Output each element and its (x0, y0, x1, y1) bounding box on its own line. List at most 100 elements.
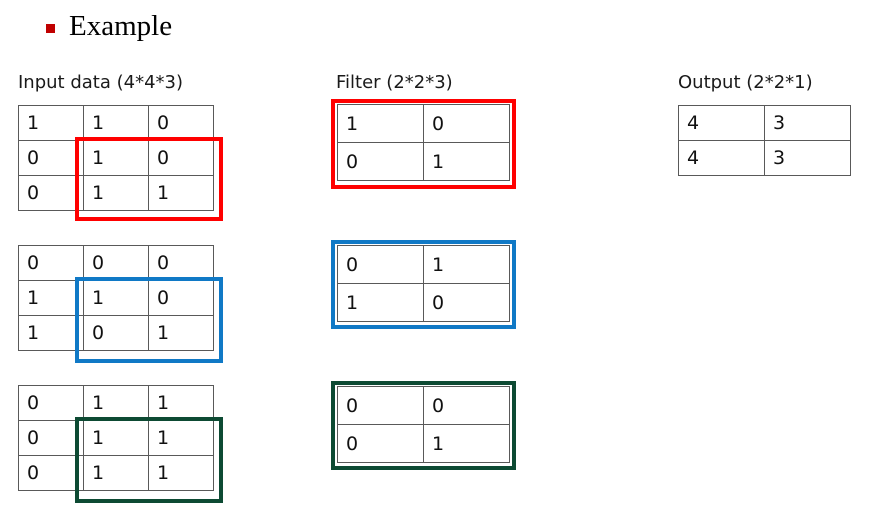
filter-matrix-1: 0 1 1 0 (337, 245, 510, 322)
cell: 0 (18, 140, 84, 176)
page-title: Example (69, 10, 173, 42)
cell-value: 1 (157, 322, 170, 344)
cell-value: 1 (346, 291, 359, 314)
cell: 3 (764, 140, 851, 176)
cell: 0 (18, 455, 84, 491)
cell-value: 0 (92, 252, 105, 274)
cell: 0 (423, 283, 510, 322)
cell-value: 1 (27, 322, 40, 344)
input-matrix-0: 1 1 0 0 1 0 0 1 1 (18, 105, 214, 211)
cell-value: 1 (27, 287, 40, 309)
table-row: 0 1 1 (18, 455, 214, 491)
cell-value: 1 (92, 112, 105, 134)
cell: 0 (423, 104, 510, 143)
cell-value: 1 (92, 392, 105, 414)
table-row: 0 1 (337, 245, 510, 284)
cell: 0 (423, 386, 510, 425)
cell-value: 4 (687, 112, 700, 134)
cell-value: 1 (92, 287, 105, 309)
cell-value: 0 (346, 150, 359, 173)
cell: 1 (83, 105, 149, 141)
slide-title-row: Example (46, 12, 172, 41)
filter-matrix-0: 1 0 0 1 (337, 104, 510, 181)
filter-matrix-2: 0 0 0 1 (337, 386, 510, 463)
cell: 0 (83, 245, 149, 281)
input-matrix-2: 0 1 1 0 1 1 0 1 1 (18, 385, 214, 491)
cell-value: 3 (773, 112, 786, 134)
cell: 1 (83, 140, 149, 176)
cell-value: 0 (27, 252, 40, 274)
output-matrix-0: 4 3 4 3 (678, 105, 851, 176)
table-row: 4 3 (678, 140, 851, 176)
cell: 1 (83, 385, 149, 421)
cell-value: 0 (27, 427, 40, 449)
cell-value: 0 (157, 112, 170, 134)
cell: 0 (18, 175, 84, 211)
cell-value: 0 (346, 394, 359, 417)
table-row: 0 1 (337, 424, 510, 463)
table-row: 0 1 1 (18, 385, 214, 421)
cell-value: 1 (92, 462, 105, 484)
cell: 1 (83, 455, 149, 491)
input-section-label: Input data (4*4*3) (18, 72, 183, 93)
cell: 1 (83, 175, 149, 211)
cell-value: 0 (432, 394, 445, 417)
table-row: 0 1 1 (18, 175, 214, 211)
table-row: 0 0 (337, 386, 510, 425)
table-row: 1 1 0 (18, 105, 214, 141)
input-matrix-1: 0 0 0 1 1 0 1 0 1 (18, 245, 214, 351)
cell: 4 (678, 140, 765, 176)
cell: 1 (148, 315, 214, 351)
cell-value: 0 (27, 182, 40, 204)
cell-value: 1 (27, 112, 40, 134)
cell-value: 0 (346, 432, 359, 455)
cell: 0 (83, 315, 149, 351)
cell: 1 (18, 280, 84, 316)
cell: 4 (678, 105, 765, 141)
cell-value: 1 (92, 147, 105, 169)
cell-value: 0 (27, 392, 40, 414)
cell: 0 (148, 140, 214, 176)
cell: 1 (148, 385, 214, 421)
cell-value: 3 (773, 147, 786, 169)
cell-value: 1 (432, 253, 445, 276)
cell-value: 0 (157, 287, 170, 309)
cell-value: 0 (157, 147, 170, 169)
table-row: 1 0 (337, 104, 510, 143)
cell: 1 (337, 283, 424, 322)
cell-value: 1 (432, 150, 445, 173)
table-row: 1 0 (337, 283, 510, 322)
cell: 0 (18, 420, 84, 456)
cell-value: 0 (432, 291, 445, 314)
cell-value: 1 (157, 392, 170, 414)
table-row: 4 3 (678, 105, 851, 141)
cell-value: 0 (27, 147, 40, 169)
cell-value: 1 (92, 182, 105, 204)
cell-value: 0 (27, 462, 40, 484)
table-row: 1 1 0 (18, 280, 214, 316)
cell: 1 (423, 142, 510, 181)
square-bullet-icon (46, 24, 55, 33)
cell-value: 1 (92, 427, 105, 449)
cell: 0 (18, 245, 84, 281)
cell: 3 (764, 105, 851, 141)
cell: 0 (337, 386, 424, 425)
cell-value: 1 (432, 432, 445, 455)
cell: 0 (337, 142, 424, 181)
cell: 1 (83, 420, 149, 456)
table-row: 0 1 1 (18, 420, 214, 456)
cell: 1 (148, 420, 214, 456)
cell-value: 0 (92, 322, 105, 344)
output-section-label: Output (2*2*1) (678, 72, 813, 93)
table-row: 0 1 (337, 142, 510, 181)
cell: 0 (337, 424, 424, 463)
cell-value: 0 (157, 252, 170, 274)
filter-section-label: Filter (2*2*3) (336, 72, 453, 93)
table-row: 1 0 1 (18, 315, 214, 351)
cell-value: 1 (157, 427, 170, 449)
cell: 0 (148, 105, 214, 141)
cell: 1 (18, 105, 84, 141)
cell: 1 (148, 455, 214, 491)
cell: 1 (423, 245, 510, 284)
cell: 0 (18, 385, 84, 421)
